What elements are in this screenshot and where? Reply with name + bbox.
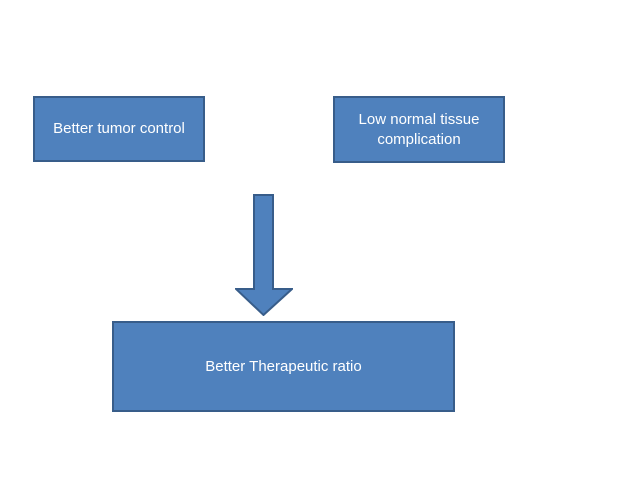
box-better-therapeutic-ratio: Better Therapeutic ratio bbox=[112, 321, 455, 412]
box-low-normal-tissue-complication-label: Low normal tissue complication bbox=[358, 110, 480, 148]
box-better-therapeutic-ratio-label: Better Therapeutic ratio bbox=[205, 357, 362, 375]
box-better-tumor-control: Better tumor control bbox=[33, 96, 205, 162]
box-low-normal-tissue-complication: Low normal tissue complication bbox=[333, 96, 505, 163]
box-better-tumor-control-label: Better tumor control bbox=[53, 120, 185, 137]
down-arrow-icon bbox=[235, 194, 293, 316]
